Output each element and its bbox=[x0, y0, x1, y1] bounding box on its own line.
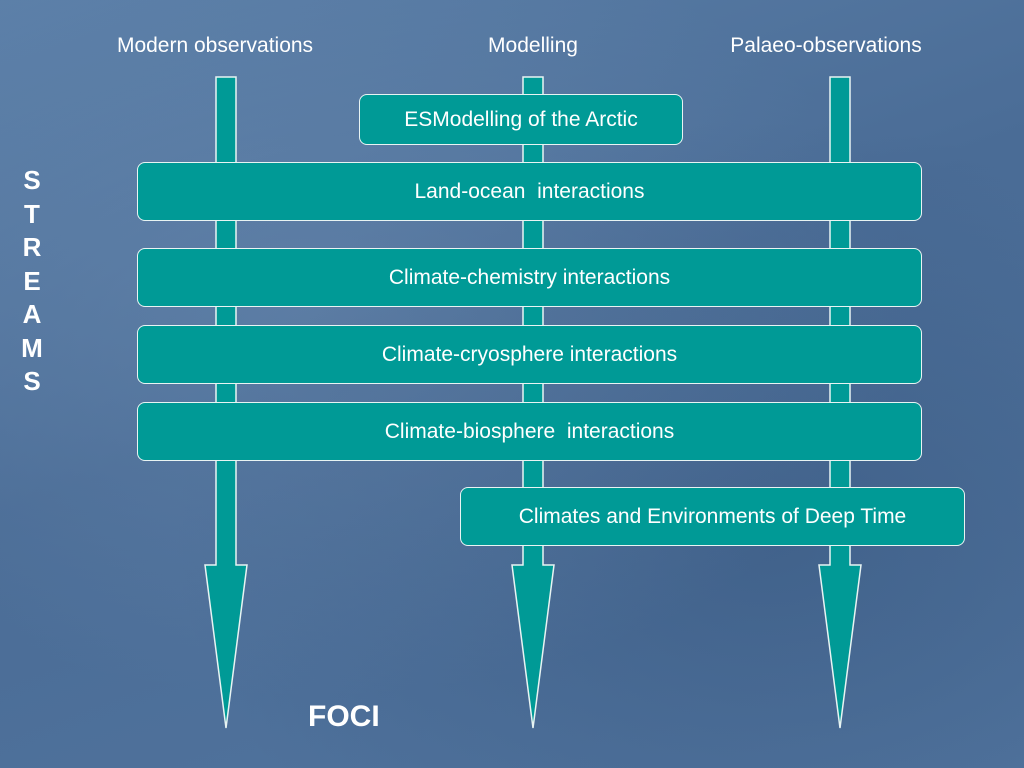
box-climates-environments-deep-time: Climates and Environments of Deep Time bbox=[460, 487, 965, 546]
streams-letter: R bbox=[22, 232, 42, 262]
box-land-ocean-interactions: Land-ocean interactions bbox=[137, 162, 922, 221]
column-header-modern-observations: Modern observations bbox=[116, 34, 314, 57]
streams-letter: T bbox=[24, 198, 40, 229]
streams-letter: S bbox=[23, 165, 41, 195]
column-header-modelling: Modelling bbox=[488, 34, 578, 57]
streams-letter: S bbox=[23, 366, 41, 396]
streams-letter: M bbox=[21, 332, 43, 363]
foci-label: FOCI bbox=[308, 700, 380, 733]
streams-letter: E bbox=[23, 265, 41, 296]
streams-letter: A bbox=[22, 299, 42, 329]
streams-vertical-label: S T R E A M S bbox=[18, 164, 46, 399]
box-climate-biosphere-interactions: Climate-biosphere interactions bbox=[137, 402, 922, 461]
column-header-palaeo-observations: Palaeo-observations bbox=[730, 34, 922, 57]
box-esmodelling-arctic: ESModelling of the Arctic bbox=[359, 94, 683, 145]
box-climate-chemistry-interactions: Climate-chemistry interactions bbox=[137, 248, 922, 307]
box-climate-cryosphere-interactions: Climate-cryosphere interactions bbox=[137, 325, 922, 384]
